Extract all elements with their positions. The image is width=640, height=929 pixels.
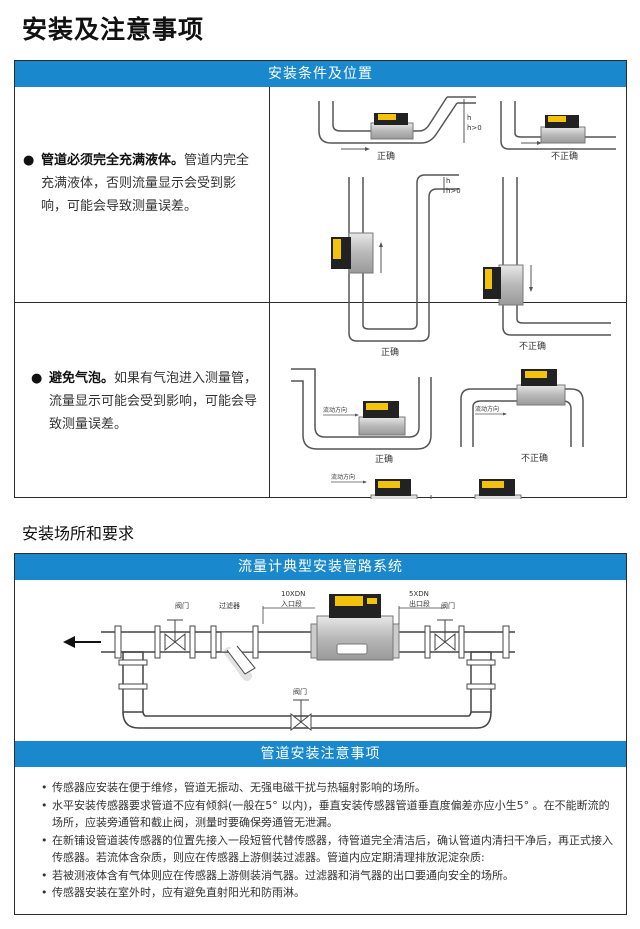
incorrect-label: 不正确: [521, 452, 548, 464]
install-conditions-band: 安装条件及位置: [15, 61, 626, 87]
bubble-note-text: 如果有气泡进入测量管，流量显示可能会受到影响，可能会导致测量误差。: [49, 371, 258, 432]
divider: [269, 87, 270, 497]
diagram-bubble-pair: 流动方向: [331, 473, 522, 499]
bubble-note: ● 避免气泡。如果有气泡进入测量管，流量显示可能会受到影响，可能会导致测量误差。: [31, 367, 259, 436]
diagram-full-pipe-incorrect-1: 不正确: [500, 101, 616, 162]
diagram-bubble-correct-1: 流动方向 正确: [291, 368, 432, 465]
page-title: 安装及注意事项: [22, 15, 205, 44]
note-item: 在新铺设管道装传感器的位置先接入一段短管代替传感器，待管道完全清洁后，确认管道内…: [41, 832, 616, 867]
full-pipe-note-text: 管道内完全充满液体，否则流量显示会受到影响，可能会导致测量误差。: [41, 153, 250, 214]
note-item: 水平安装传感器要求管道不应有倾斜(一般在5° 以内)，垂直安装传感器管道垂直度偏…: [41, 797, 616, 832]
h-gt-zero-label: h>0: [467, 124, 482, 132]
typical-piping-band: 流量计典型安装管路系统: [15, 554, 626, 580]
filter-label: 过滤器: [219, 601, 240, 610]
incorrect-label: 不正确: [551, 150, 578, 162]
outlet-label: 出口段: [409, 599, 430, 608]
section-heading: 安装场所和要求: [22, 524, 135, 543]
incorrect-label: 不正确: [519, 340, 546, 352]
diagram-full-pipe-correct-1: h h>0 正确: [318, 96, 482, 162]
valve-bypass-label: 阀门: [293, 687, 307, 696]
h-label: h: [446, 177, 450, 185]
flow-direction-label: 流动方向: [331, 473, 355, 481]
inlet-length-label: 10XDN: [281, 590, 305, 598]
piping-notes-band: 管道安装注意事项: [15, 741, 626, 767]
bubble-note-bold: 避免气泡。: [49, 371, 115, 386]
correct-label: 正确: [375, 453, 393, 465]
piping-notes-list: 传感器应安装在便于维修，管道无振动、无强电磁干扰与热辐射影响的场所。 水平安装传…: [41, 779, 616, 902]
install-conditions-section: 安装条件及位置 ● 管道必须完全充满液体。管道内完全充满液体，否则流量显示会受到…: [14, 60, 627, 499]
full-pipe-note: ● 管道必须完全充满液体。管道内完全充满液体，否则流量显示会受到影响，可能会导致…: [23, 149, 259, 218]
divider: [15, 302, 626, 303]
full-pipe-note-bold: 管道必须完全充满液体。: [41, 153, 185, 168]
diagram-full-pipe-incorrect-2: 不正确: [483, 177, 611, 352]
correct-label: 正确: [381, 346, 399, 358]
outlet-length-label: 5XDN: [409, 590, 429, 598]
h-label: h: [467, 114, 471, 122]
h-gt-zero-label: h>0: [446, 187, 461, 195]
diagram-bubble-incorrect-1: 流动方向 不正确: [460, 369, 584, 464]
note-item: 若被测液体含有气体则应在传感器上游侧装消气器。过滤器和消气器的出口要通向安全的场…: [41, 867, 616, 885]
correct-label: 正确: [377, 150, 395, 162]
piping-diagram: 阀门 过滤器 10XDN 入口段 5XDN 出口段 阀门 阀门: [63, 590, 515, 732]
flow-direction-label: 流动方向: [475, 405, 499, 413]
bullet-icon: ●: [23, 153, 35, 168]
note-item: 传感器安装在室外时，应有避免直射阳光和防雨淋。: [41, 884, 616, 902]
flow-arrow-icon: [63, 636, 75, 648]
install-diagrams: h h>0 正确 不正确 h h>0 正确: [291, 96, 616, 499]
typical-piping-section: 流量计典型安装管路系统: [14, 553, 627, 915]
inlet-label: 入口段: [281, 599, 302, 608]
valve-right-label: 阀门: [441, 601, 455, 610]
flow-direction-label: 流动方向: [323, 406, 347, 414]
bullet-icon: ●: [31, 371, 43, 386]
diagram-full-pipe-correct-2: h h>0 正确: [331, 174, 461, 358]
note-item: 传感器应安装在便于维修，管道无振动、无强电磁干扰与热辐射影响的场所。: [41, 779, 616, 797]
valve-left-label: 阀门: [175, 601, 189, 610]
